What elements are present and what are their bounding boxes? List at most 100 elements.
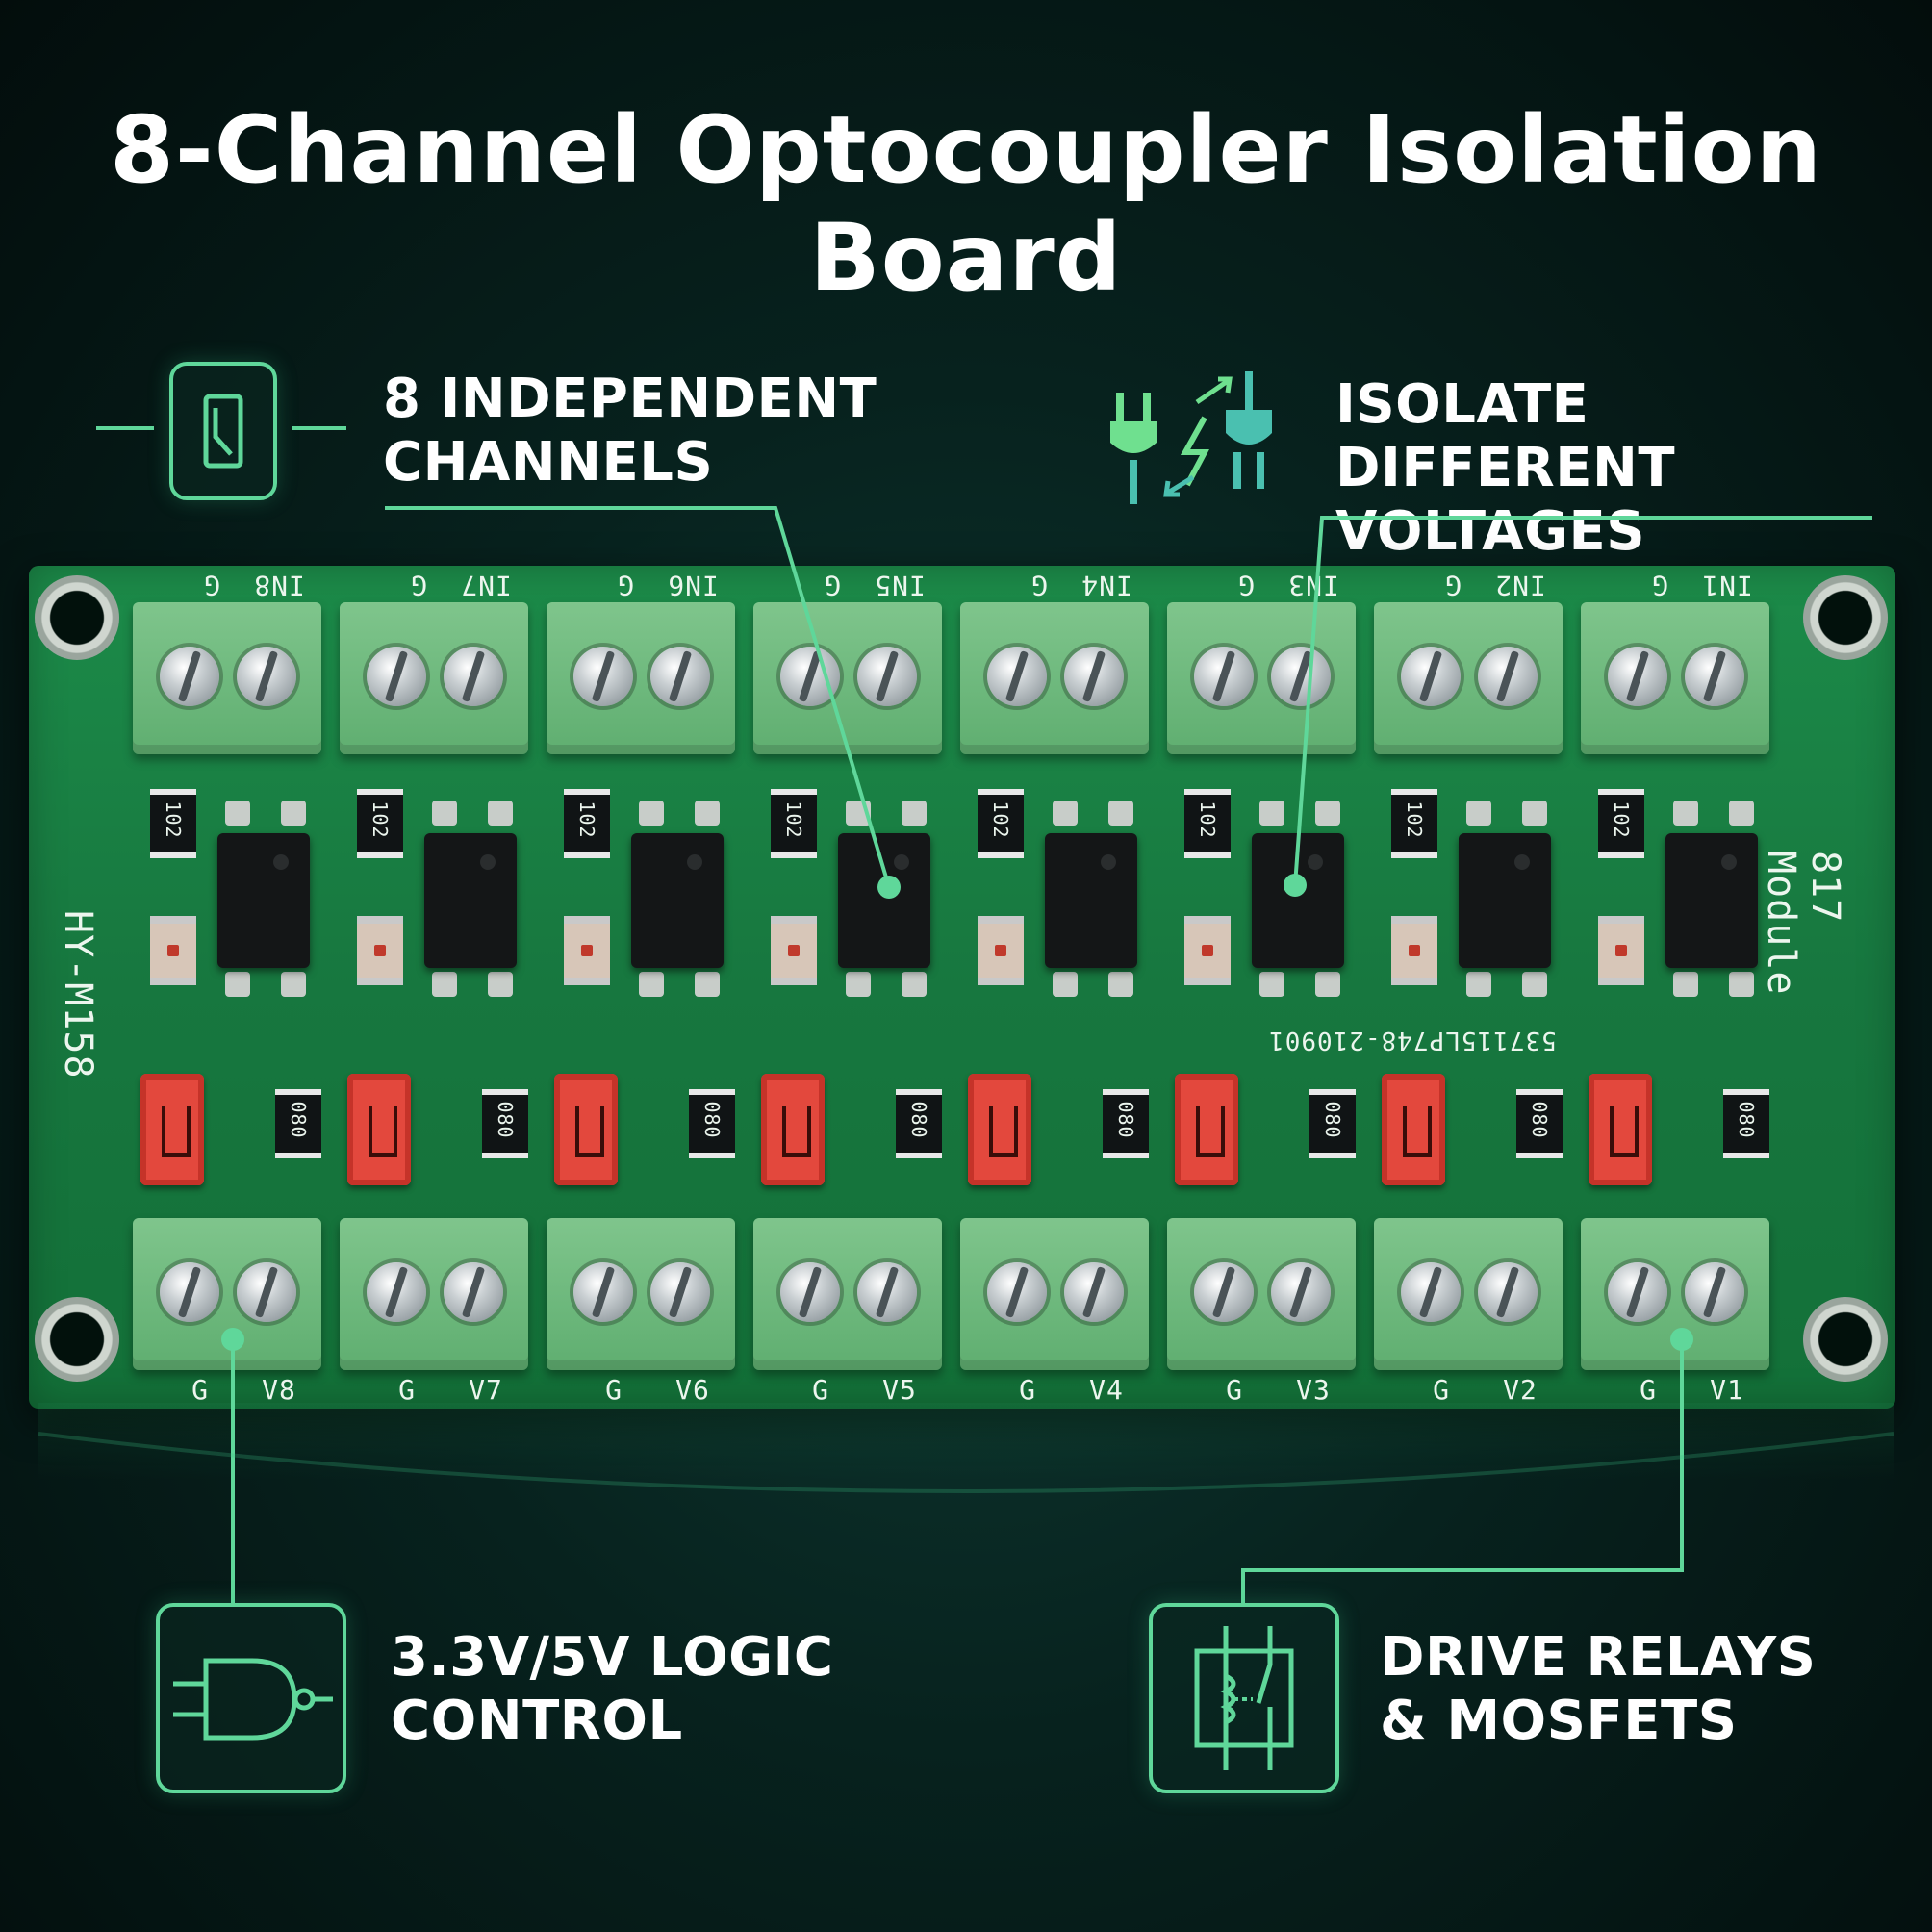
switch-line-right	[292, 426, 346, 430]
input-terminal-block	[1167, 602, 1356, 754]
terminal-screw	[1194, 1262, 1254, 1322]
feature-isolate: ISOLATE DIFFERENT VOLTAGES	[1335, 373, 1932, 564]
page-title: 8-Channel Optocoupler Isolation Board	[110, 96, 1822, 312]
chip-pad	[639, 801, 664, 826]
chip-pad	[1673, 972, 1698, 997]
output-terminal-block	[133, 1218, 321, 1370]
board-code-text: 537115LP748-210901	[1268, 1026, 1557, 1055]
terminal-screw	[1608, 647, 1667, 706]
bottom-g-label: G	[605, 1374, 623, 1406]
switch-line-left	[96, 426, 154, 430]
terminal-screw	[160, 647, 219, 706]
chip-pad	[488, 972, 513, 997]
switch-icon	[169, 362, 277, 500]
terminal-screw	[1478, 647, 1538, 706]
top-in-label: IN7	[460, 570, 512, 601]
chip-pad	[1729, 972, 1754, 997]
output-terminal-block	[547, 1218, 735, 1370]
terminal-screw	[160, 1262, 219, 1322]
top-g-label: G	[1030, 570, 1048, 601]
optocoupler-chip	[1252, 833, 1344, 968]
mounting-hole-bottom-right	[1803, 1297, 1888, 1382]
resistor-top-code: 102	[1196, 801, 1219, 839]
input-terminal-block	[547, 602, 735, 754]
jumper-cap	[140, 1074, 204, 1185]
resistor-bottom	[1103, 1089, 1149, 1158]
terminal-screw	[987, 1262, 1047, 1322]
output-terminal-block	[1581, 1218, 1769, 1370]
resistor-bottom	[896, 1089, 942, 1158]
chip-pad	[695, 972, 720, 997]
chip-pad	[1259, 972, 1284, 997]
optocoupler-chip	[631, 833, 724, 968]
jumper-cap	[968, 1074, 1031, 1185]
input-terminal-block	[753, 602, 942, 754]
resistor-top-code: 102	[1610, 801, 1633, 839]
input-terminal-block	[133, 602, 321, 754]
feature-logic-line2: CONTROL	[391, 1690, 683, 1752]
chip-pad	[1466, 801, 1491, 826]
chip-pad	[1053, 801, 1078, 826]
bottom-v-label: V5	[882, 1374, 917, 1406]
resistor-top	[150, 789, 196, 858]
bottom-g-label: G	[1019, 1374, 1036, 1406]
feature-logic-line1: 3.3V/5V LOGIC	[391, 1626, 834, 1689]
terminal-screw	[857, 1262, 917, 1322]
bottom-v-label: V6	[675, 1374, 710, 1406]
terminal-screw	[444, 647, 503, 706]
status-led	[1391, 916, 1437, 985]
resistor-bottom-code: 080	[287, 1101, 310, 1139]
resistor-bottom	[1516, 1089, 1563, 1158]
top-in-label: IN4	[1080, 570, 1132, 601]
terminal-screw	[780, 647, 840, 706]
feature-isolate-line2: VOLTAGES	[1335, 500, 1646, 563]
resistor-bottom-code: 080	[907, 1101, 930, 1139]
jumper-cap	[1382, 1074, 1445, 1185]
chip-pad	[1108, 972, 1133, 997]
feature-channels-line1: 8 INDEPENDENT	[383, 368, 877, 430]
terminal-screw	[1064, 647, 1124, 706]
output-terminal-block	[1167, 1218, 1356, 1370]
top-g-label: G	[410, 570, 427, 601]
output-terminal-block	[1374, 1218, 1563, 1370]
input-terminal-block	[1581, 602, 1769, 754]
feature-channels-line2: CHANNELS	[383, 431, 714, 494]
resistor-top-code: 102	[575, 801, 598, 839]
top-g-label: G	[1237, 570, 1255, 601]
top-g-label: G	[617, 570, 634, 601]
chip-pad	[1315, 972, 1340, 997]
resistor-bottom	[275, 1089, 321, 1158]
bottom-g-label: G	[1433, 1374, 1450, 1406]
top-in-label: IN8	[253, 570, 305, 601]
status-led	[150, 916, 196, 985]
top-in-label: IN1	[1701, 570, 1753, 601]
top-in-label: IN5	[874, 570, 926, 601]
plugs-lightning-icon	[1105, 364, 1297, 508]
terminal-screw	[987, 647, 1047, 706]
resistor-bottom	[482, 1089, 528, 1158]
chip-pad	[1522, 801, 1547, 826]
resistor-bottom	[1723, 1089, 1769, 1158]
optocoupler-chip	[424, 833, 517, 968]
chip-pad	[432, 801, 457, 826]
resistor-top-code: 102	[369, 801, 392, 839]
resistor-top-code: 102	[162, 801, 185, 839]
top-g-label: G	[1444, 570, 1462, 601]
mounting-hole-top-left	[35, 575, 119, 660]
resistor-bottom	[689, 1089, 735, 1158]
chip-pad	[695, 801, 720, 826]
terminal-screw	[650, 1262, 710, 1322]
board-model-label: HY-M158	[56, 910, 100, 1080]
resistor-top-code: 102	[782, 801, 805, 839]
resistor-bottom	[1309, 1089, 1356, 1158]
jumper-cap	[554, 1074, 618, 1185]
resistor-bottom-code: 080	[1735, 1101, 1758, 1139]
terminal-screw	[650, 647, 710, 706]
chip-pad	[1315, 801, 1340, 826]
chip-pad	[225, 801, 250, 826]
top-in-label: IN3	[1287, 570, 1339, 601]
terminal-screw	[1271, 647, 1331, 706]
feature-isolate-line1: ISOLATE DIFFERENT	[1335, 373, 1676, 499]
bottom-g-label: G	[191, 1374, 209, 1406]
output-terminal-block	[960, 1218, 1149, 1370]
